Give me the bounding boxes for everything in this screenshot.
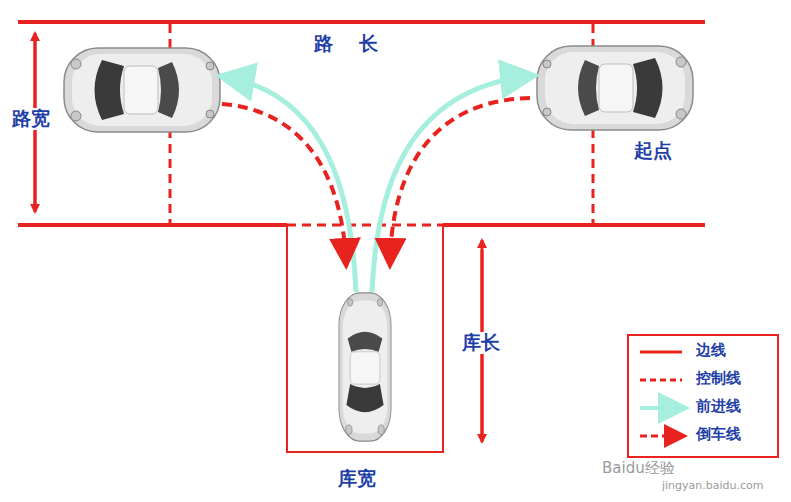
legend-text: 前进线 [694, 398, 743, 415]
legend-sample [640, 351, 682, 354]
garage-width-label: 库宽 [336, 468, 378, 490]
garage-length-label: 库长 [460, 332, 502, 354]
legend-sample [640, 379, 682, 382]
legend-sample [640, 406, 682, 410]
road-width-label: 路宽 [10, 108, 52, 130]
start-point-label: 起点 [632, 140, 674, 162]
watermark: Baidu经验 [600, 460, 677, 477]
legend-text: 边线 [694, 342, 728, 359]
watermark-url: jingyan.baidu.com [660, 480, 766, 493]
legend-sample [640, 435, 682, 438]
legend-text: 控制线 [694, 370, 743, 387]
road-length-label: 路长 [312, 33, 406, 55]
legend-text: 倒车线 [694, 426, 743, 443]
